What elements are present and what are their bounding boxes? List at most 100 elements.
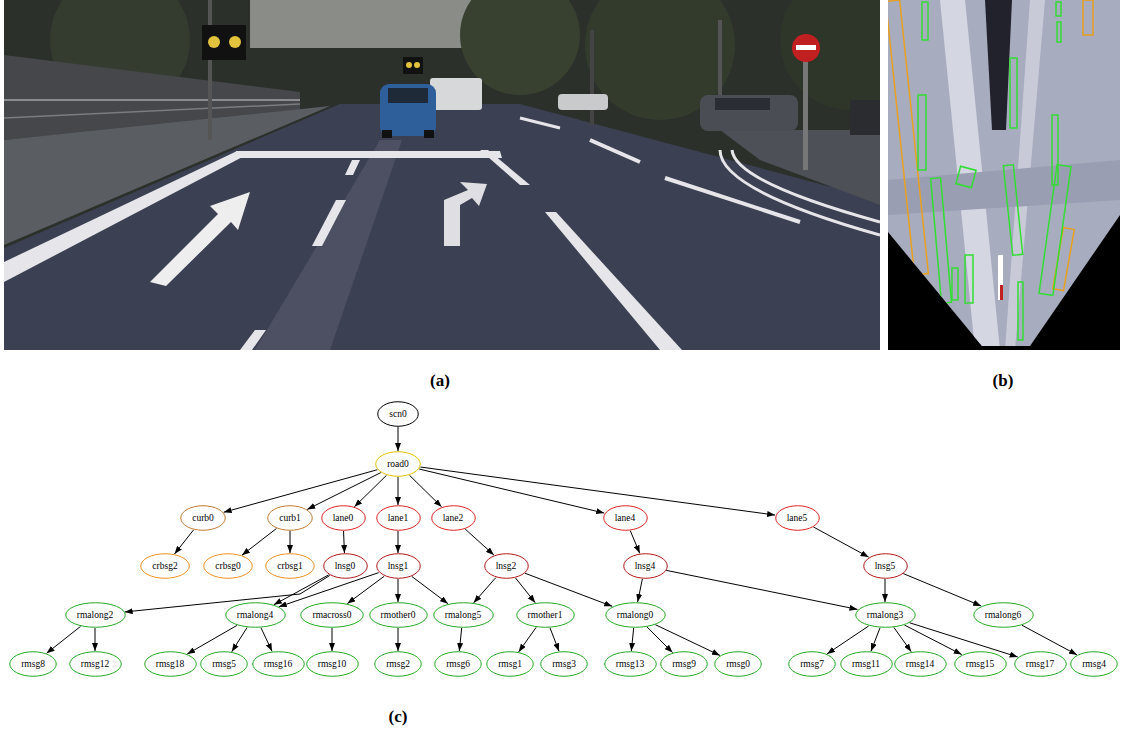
node-label: lnsg5 bbox=[875, 553, 896, 579]
tree-edge bbox=[343, 531, 345, 553]
edges bbox=[47, 427, 1077, 657]
bev-marking bbox=[998, 255, 1003, 300]
tree-node: rmsg12 bbox=[69, 651, 122, 677]
node-outline bbox=[10, 652, 57, 677]
node-outline bbox=[376, 554, 420, 579]
tree-edge bbox=[95, 628, 96, 651]
tree-node: rmsg9 bbox=[660, 651, 708, 677]
tree-node: lane1 bbox=[376, 505, 421, 531]
lane-dash bbox=[312, 200, 346, 246]
tree-edge bbox=[515, 578, 535, 603]
tree-edge bbox=[398, 531, 399, 553]
marking-box bbox=[1010, 58, 1017, 128]
tree-node: rmacross0 bbox=[300, 602, 364, 628]
tree-node: lane0 bbox=[321, 505, 366, 531]
tree-edge bbox=[655, 625, 720, 656]
node-outline bbox=[541, 652, 588, 677]
node-label: lane4 bbox=[615, 505, 636, 531]
node-outline bbox=[144, 652, 196, 677]
tree-edge bbox=[307, 473, 381, 510]
tree-node: lane2 bbox=[431, 505, 476, 531]
tree-node: rmsg16 bbox=[252, 651, 305, 677]
node-label: lane2 bbox=[443, 505, 464, 531]
node-label: road0 bbox=[387, 451, 409, 477]
node-outline bbox=[840, 652, 892, 677]
node-outline bbox=[1014, 652, 1066, 677]
traffic-light bbox=[202, 25, 246, 60]
node-outline bbox=[268, 506, 313, 531]
node-outline bbox=[69, 652, 121, 677]
tree-node: rmsg14 bbox=[894, 651, 947, 677]
marking-box bbox=[1039, 165, 1071, 296]
tree-node: rmalong2 bbox=[65, 602, 126, 628]
tree-node: lane5 bbox=[775, 505, 820, 531]
node-outline bbox=[375, 652, 422, 677]
car-window bbox=[388, 88, 428, 103]
tree-edge bbox=[412, 576, 448, 603]
tree-edge bbox=[187, 625, 237, 654]
node-outline bbox=[433, 603, 493, 628]
node-label: rmalong5 bbox=[445, 602, 481, 628]
street-photo bbox=[4, 0, 880, 350]
node-label: rmsg4 bbox=[1082, 651, 1106, 677]
panel-label: (c) bbox=[389, 707, 408, 727]
tree-node: rmother1 bbox=[516, 602, 575, 628]
node-label: rmsg3 bbox=[552, 651, 576, 677]
orange-boxes bbox=[886, 0, 1093, 291]
pole bbox=[590, 30, 594, 125]
node-label: rmsg11 bbox=[852, 651, 880, 677]
tree-edge bbox=[354, 475, 386, 507]
tree-edge bbox=[871, 628, 880, 651]
tree-node: rmsg17 bbox=[1014, 651, 1067, 677]
tree-edge bbox=[125, 576, 330, 612]
node-outline bbox=[141, 554, 190, 579]
node-outline bbox=[376, 452, 421, 477]
tree-node: lnsg1 bbox=[376, 553, 421, 579]
tree-node: lane4 bbox=[603, 505, 648, 531]
tree-edge bbox=[666, 570, 857, 609]
node-label: rmsg14 bbox=[906, 651, 935, 677]
node-outline bbox=[201, 652, 248, 677]
lamp bbox=[208, 36, 220, 48]
tree-node: lnsg2 bbox=[484, 553, 529, 579]
bev-marking bbox=[1000, 285, 1003, 300]
tree-node: rmsg13 bbox=[604, 651, 657, 677]
node-label: curb0 bbox=[192, 505, 214, 531]
stop-line bbox=[232, 151, 502, 158]
tree-edge bbox=[885, 579, 886, 602]
railing bbox=[4, 99, 300, 101]
tree-edge bbox=[550, 628, 559, 651]
node-label: lnsg2 bbox=[496, 553, 517, 579]
node-outline bbox=[321, 506, 365, 531]
curb-box bbox=[886, 0, 929, 275]
tree-node: lnsg5 bbox=[863, 553, 908, 579]
tree-node: rmsg1 bbox=[486, 651, 534, 677]
tree-edge bbox=[630, 531, 639, 554]
marking-box bbox=[956, 166, 976, 188]
node-label: rmsg7 bbox=[800, 651, 824, 677]
marking-box bbox=[1018, 282, 1023, 340]
node-label: rmsg9 bbox=[672, 651, 696, 677]
node-label: lnsg1 bbox=[388, 553, 409, 579]
node-outline bbox=[894, 652, 946, 677]
marking-box bbox=[952, 268, 958, 300]
tree-node: rmsg18 bbox=[144, 651, 197, 677]
tree-node: rmother0 bbox=[369, 602, 428, 628]
lane-dash bbox=[590, 140, 640, 162]
tree-edge bbox=[638, 579, 643, 602]
bev-background bbox=[888, 0, 1120, 350]
node-outline bbox=[715, 652, 762, 677]
tree-edge bbox=[290, 531, 291, 553]
tree-node: rmalong0 bbox=[605, 602, 666, 628]
tree-node: rmsg2 bbox=[374, 651, 422, 677]
node-label: crbsg1 bbox=[277, 553, 302, 579]
marking-box bbox=[918, 95, 926, 170]
van bbox=[430, 78, 482, 110]
tree-node: rmsg5 bbox=[200, 651, 248, 677]
node-outline bbox=[431, 506, 475, 531]
node-label: lane5 bbox=[787, 505, 808, 531]
marking-box bbox=[1057, 22, 1061, 42]
tree-edge bbox=[519, 627, 536, 651]
tree-node: curb1 bbox=[267, 505, 313, 531]
no-entry-sign bbox=[792, 34, 820, 62]
